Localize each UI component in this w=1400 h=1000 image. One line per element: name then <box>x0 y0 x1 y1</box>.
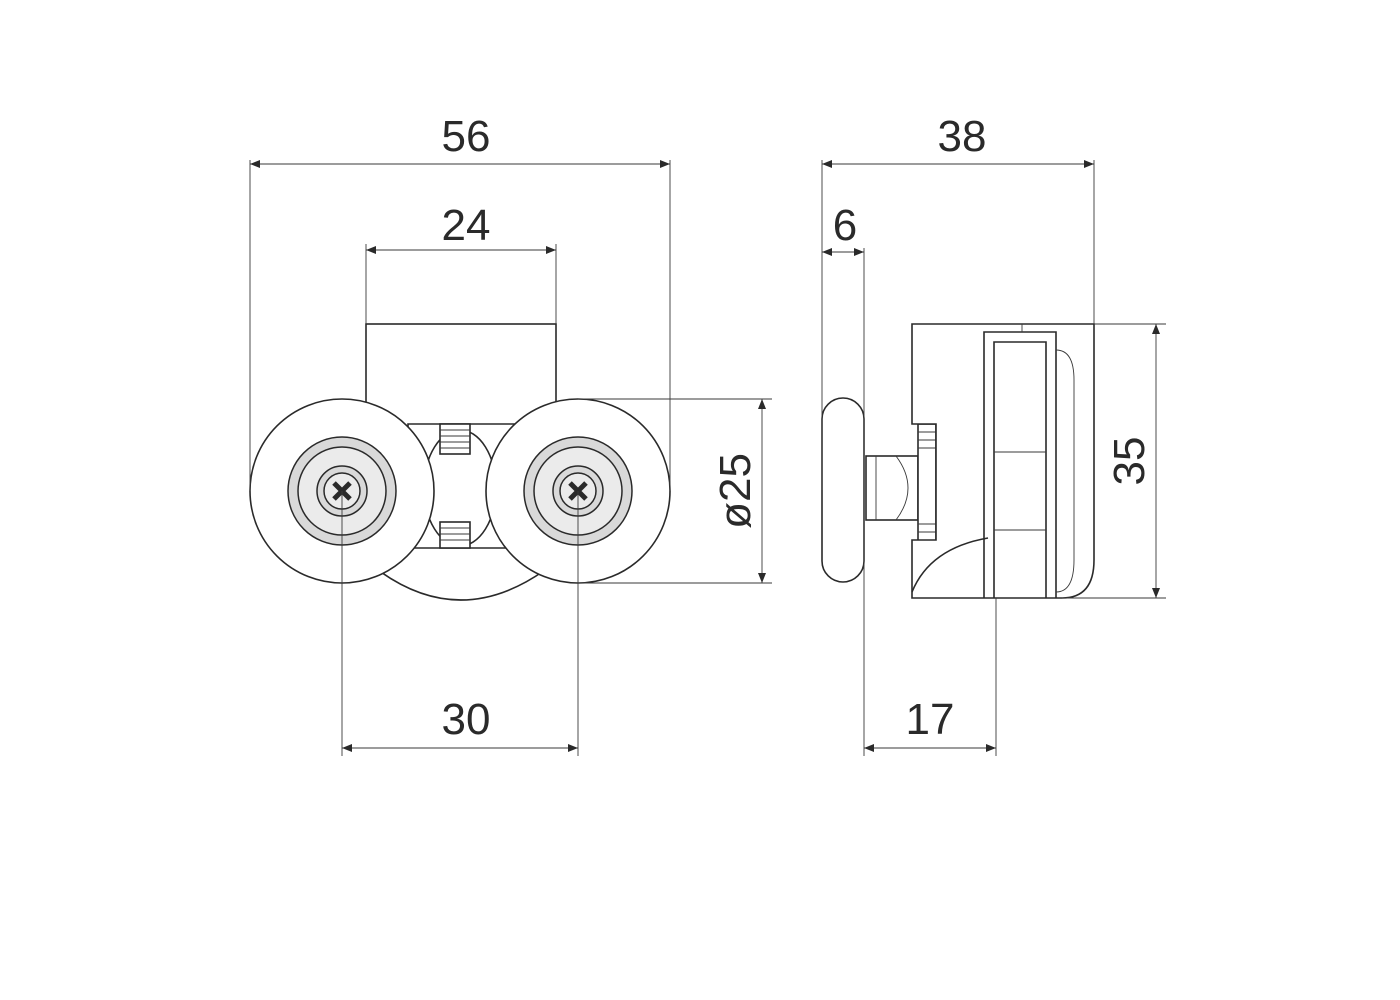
label-body-width: 24 <box>442 201 491 250</box>
front-lower-thread <box>439 521 471 549</box>
side-glass-channel <box>983 324 1075 598</box>
front-extension-lines <box>249 160 772 756</box>
side-wheel <box>821 397 865 583</box>
side-extension-lines <box>821 160 1166 756</box>
label-overall-width: 56 <box>442 112 491 161</box>
side-body <box>911 323 1095 599</box>
front-lower-body <box>377 569 546 601</box>
side-axle <box>865 423 937 543</box>
side-foot-curve <box>911 537 989 593</box>
side-view: 38 6 17 35 <box>821 112 1166 756</box>
front-view: 56 24 30 ø25 <box>249 112 772 756</box>
label-wheel-diameter: ø25 <box>711 453 760 529</box>
label-side-height: 35 <box>1105 437 1154 486</box>
label-side-depth: 38 <box>938 112 987 161</box>
label-wheel-spacing: 30 <box>442 695 491 744</box>
front-upper-thread <box>439 423 471 455</box>
label-wheel-thickness: 6 <box>833 201 857 250</box>
label-glass-offset: 17 <box>906 695 955 744</box>
